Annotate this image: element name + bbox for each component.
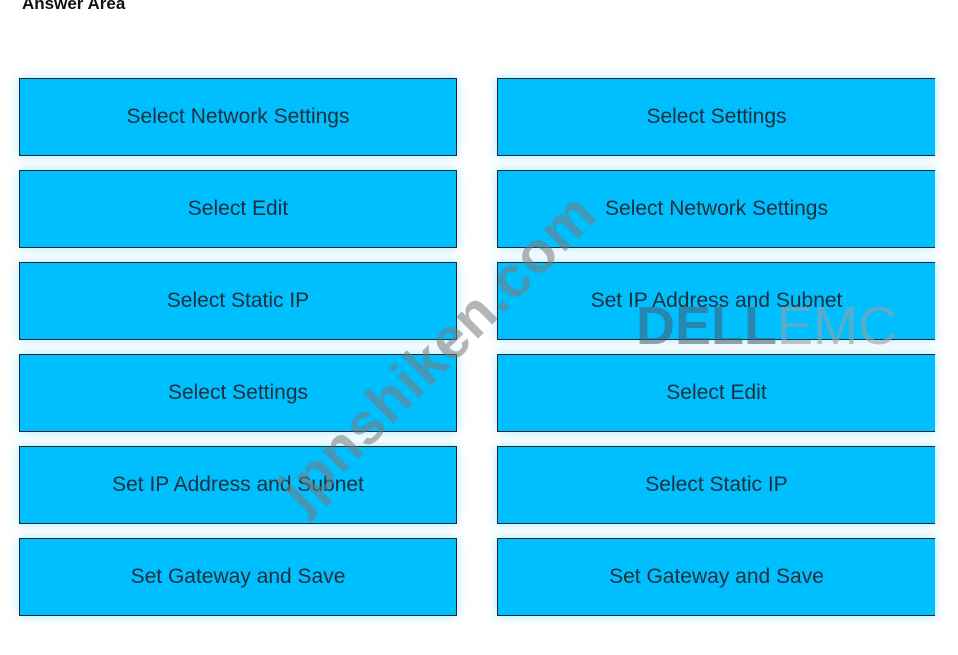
option-select-edit[interactable]: Select Edit [19,170,457,248]
answer-area-title: Answer Area [22,0,126,13]
answer-slot-3[interactable]: Set IP Address and Subnet [497,262,935,340]
option-set-ip-address-and-subnet[interactable]: Set IP Address and Subnet [19,446,457,524]
option-select-settings[interactable]: Select Settings [19,354,457,432]
answer-slot-2[interactable]: Select Network Settings [497,170,935,248]
option-select-network-settings[interactable]: Select Network Settings [19,78,457,156]
answer-sequence-column: Select Settings Select Network Settings … [497,78,935,630]
option-select-static-ip[interactable]: Select Static IP [19,262,457,340]
answer-slot-6[interactable]: Set Gateway and Save [497,538,935,616]
option-set-gateway-and-save[interactable]: Set Gateway and Save [19,538,457,616]
source-options-column: Select Network Settings Select Edit Sele… [19,78,457,630]
answer-slot-1[interactable]: Select Settings [497,78,935,156]
answer-slot-4[interactable]: Select Edit [497,354,935,432]
answer-slot-5[interactable]: Select Static IP [497,446,935,524]
